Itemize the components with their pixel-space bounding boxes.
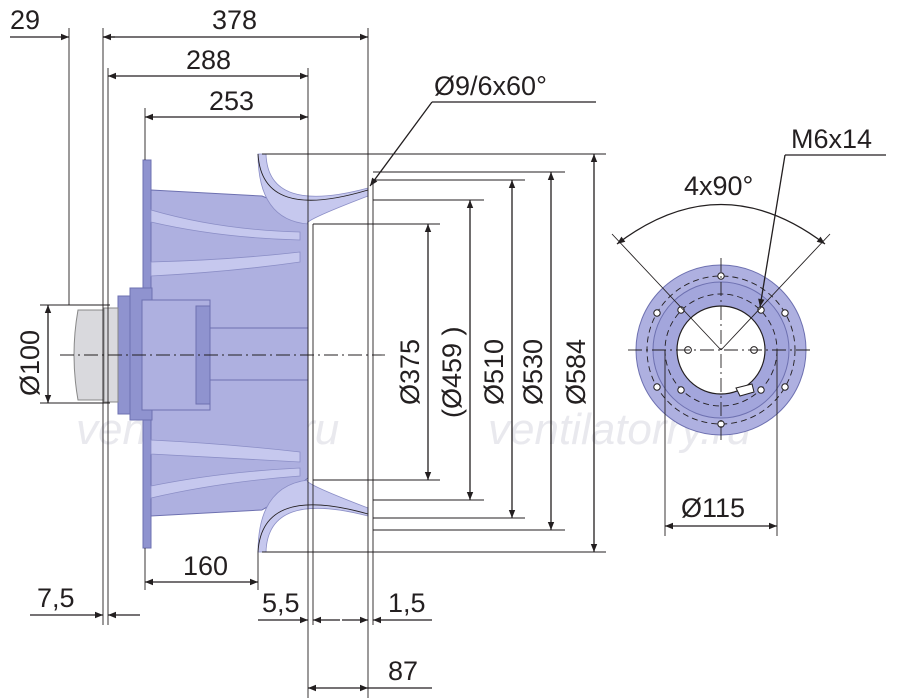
dim-1-5-label: 1,5 [388,588,426,618]
dim-160-label: 160 [183,551,228,581]
dim-7-5-label: 7,5 [37,583,75,613]
dim-115-label: Ø115 [681,493,745,523]
cable-notch [735,383,755,397]
thread-hole-3 [757,386,765,394]
dim-584-label: Ø584 [561,339,591,405]
dim-530-label: Ø530 [518,339,548,405]
dim-288-label: 288 [186,45,231,75]
dim-253-label: 253 [209,86,254,116]
outer-hole-2 [781,309,789,317]
outer-hole-5 [653,383,661,391]
side-view-lines [40,28,606,698]
blade-3 [150,439,301,463]
shroud-lower [257,479,369,553]
thread-spec-label: M6x14 [791,124,872,154]
shroud-upper [257,153,369,225]
impeller-side-view [73,153,369,553]
dim-459-label: (Ø459 ) [437,326,467,418]
dim-100-label: Ø100 [15,330,45,396]
blade-1 [150,209,301,241]
dim-29-label: 29 [10,5,40,35]
dim-378-label: 378 [212,5,257,35]
side-view-dimensions: 29 378 288 253 Ø100 Ø375 (Ø459 ) Ø510 Ø5… [10,5,598,692]
dim-375-label: Ø375 [395,339,425,405]
dim-510-label: Ø510 [479,339,509,405]
dim-87-label: 87 [388,656,418,686]
shroud-curve-upper [257,153,369,201]
angle-arc [616,203,826,245]
blade-4 [150,467,301,499]
hole-spec-label: Ø9/6x60° [434,71,547,101]
outer-hole-6 [653,309,661,317]
blade-2 [150,251,301,277]
outer-hole-3 [781,383,789,391]
angle-spec-label: 4x90° [684,171,753,201]
front-view: 4x90° M6x14 Ø115 [611,124,886,536]
dim-5-5-label: 5,5 [262,588,300,618]
thread-hole-4 [677,386,685,394]
shroud-curve-lower [257,504,369,553]
